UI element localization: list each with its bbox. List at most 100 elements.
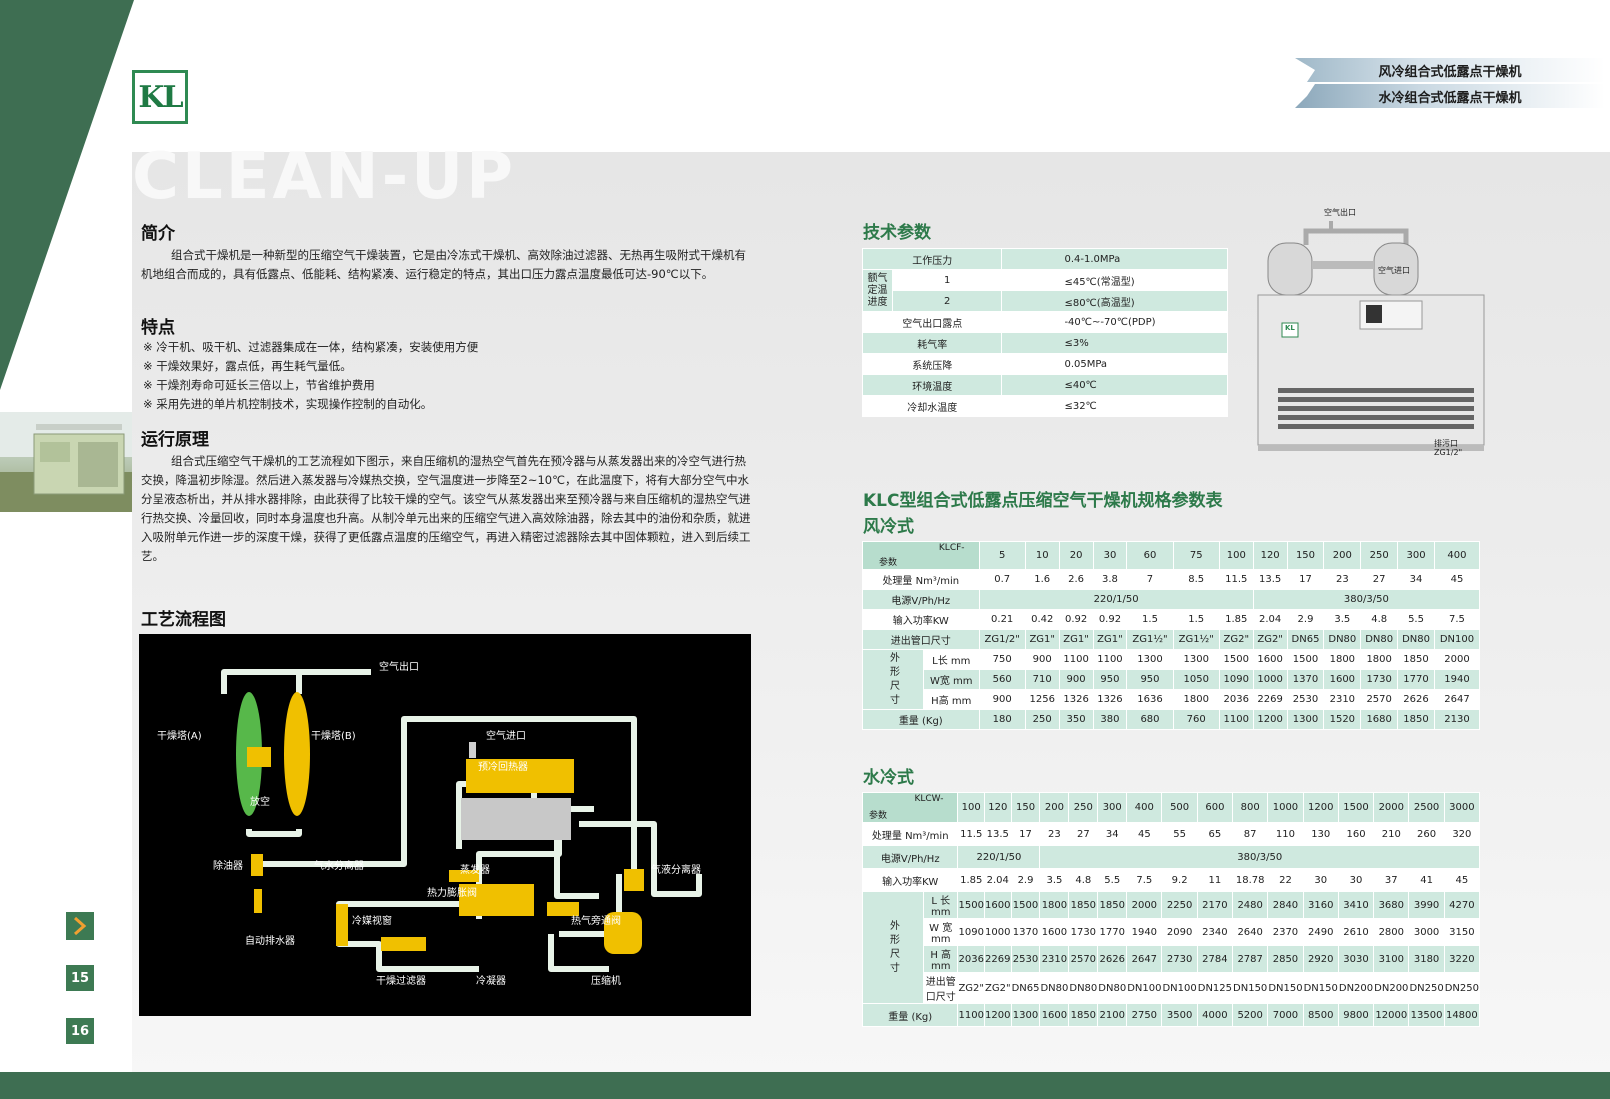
h-value: 1326 <box>1058 689 1094 710</box>
flow-value: 27 <box>1360 569 1399 590</box>
power-value: 380/3/50 <box>1039 845 1480 869</box>
flow-value: 320 <box>1443 822 1481 846</box>
air-cooled-title: 风冷式 <box>863 517 914 537</box>
h-value: 3180 <box>1408 945 1445 973</box>
tab-water-cooled[interactable]: 水冷组合式低露点干燥机 <box>1295 84 1605 108</box>
input-value: 1.85 <box>1218 609 1254 630</box>
input-value: 0.21 <box>978 609 1026 630</box>
machine-drain-size: ZG1/2" <box>1434 448 1463 457</box>
pipe-value: DN80 <box>1323 629 1362 650</box>
h-value: 2530 <box>1286 689 1325 710</box>
pipe-value: DN100 <box>1161 972 1198 1004</box>
flow-value: 23 <box>1039 822 1070 846</box>
h-value: 3030 <box>1337 945 1375 973</box>
input-value: 37 <box>1373 868 1410 892</box>
power-value: 220/1/50 <box>978 589 1254 610</box>
water-cooled-title: 水冷式 <box>863 768 914 788</box>
l-value: 2480 <box>1232 891 1269 919</box>
l-value: 1850 <box>1397 649 1435 670</box>
weight-value: 2130 <box>1433 709 1481 730</box>
row-label: H 高 mm <box>922 945 959 973</box>
row-label: 重量 (Kg) <box>861 1003 959 1027</box>
w-value: 1940 <box>1126 918 1163 946</box>
weight-value: 760 <box>1172 709 1220 730</box>
l-value: 1850 <box>1068 891 1099 919</box>
w-value: 1770 <box>1397 669 1435 690</box>
w-value: 950 <box>1126 669 1174 690</box>
weight-value: 2750 <box>1126 1003 1163 1027</box>
machine-drain-label: 排污口 <box>1434 439 1458 448</box>
flow-value: 160 <box>1337 822 1375 846</box>
l-value: 1500 <box>957 891 985 919</box>
power-value: 220/1/50 <box>957 845 1041 869</box>
models-value: 250 <box>1360 541 1399 570</box>
tech-title: 技术参数 <box>863 223 931 243</box>
pipe-value: ZG1" <box>1092 629 1128 650</box>
w-value: 2640 <box>1232 918 1269 946</box>
input-value: 30 <box>1337 868 1375 892</box>
l-value: 1850 <box>1097 891 1128 919</box>
w-value: 2800 <box>1373 918 1410 946</box>
flow-value: 45 <box>1126 822 1163 846</box>
flow-value: 87 <box>1232 822 1269 846</box>
input-value: 0.92 <box>1058 609 1094 630</box>
models-value: 150 <box>1010 792 1041 823</box>
power-value: 380/3/50 <box>1252 589 1481 610</box>
flow-value: 55 <box>1161 822 1198 846</box>
param-label: 参数 <box>869 811 888 821</box>
w-value: 710 <box>1024 669 1060 690</box>
feature-item: ※ 采用先进的单片机控制技术，实现操作控制的自动化。 <box>143 397 433 411</box>
tab-air-cooled[interactable]: 风冷组合式低露点干燥机 <box>1295 58 1605 82</box>
w-value: 1090 <box>1218 669 1254 690</box>
label-hot-gas-bypass: 热气旁通阀 <box>571 916 621 927</box>
principle-body: 组合式压缩空气干燥机的工艺流程如下图示，来自压缩机的湿热空气首先在预冷器与从蒸发… <box>141 454 751 563</box>
flow-value: 11.5 <box>1218 569 1254 590</box>
flow-value: 260 <box>1408 822 1445 846</box>
w-value: 950 <box>1092 669 1128 690</box>
page-number-15[interactable]: 15 <box>66 965 94 991</box>
tech-label: 冷却水温度 <box>861 395 1003 417</box>
pipe-value: ZG1½" <box>1126 629 1174 650</box>
input-value: 4.8 <box>1068 868 1099 892</box>
h-value: 2730 <box>1161 945 1198 973</box>
pipe-value: DN80 <box>1397 629 1435 650</box>
label-compressor: 压缩机 <box>591 976 621 987</box>
models-value: 120 <box>1252 541 1288 570</box>
w-value: 2370 <box>1267 918 1304 946</box>
pipe-value: DN150 <box>1232 972 1269 1004</box>
h-value: 2626 <box>1097 945 1128 973</box>
pipe-value: DN80 <box>1360 629 1399 650</box>
label-sight-glass: 冷媒视窗 <box>352 916 392 927</box>
param-label: 参数 <box>879 558 898 568</box>
models-value: 5 <box>978 541 1026 570</box>
flow-value: 65 <box>1196 822 1234 846</box>
h-value: 2570 <box>1068 945 1099 973</box>
pipe-value: DN80 <box>1097 972 1128 1004</box>
pipe-value: ZG1" <box>1024 629 1060 650</box>
w-value: 1600 <box>1039 918 1070 946</box>
features-title: 特点 <box>141 318 175 338</box>
input-value: 7.5 <box>1126 868 1163 892</box>
l-value: 2000 <box>1433 649 1481 670</box>
input-value: 1.85 <box>957 868 985 892</box>
next-page-button[interactable] <box>66 912 94 940</box>
l-value: 750 <box>978 649 1026 670</box>
flow-value: 110 <box>1267 822 1304 846</box>
weight-value: 180 <box>978 709 1026 730</box>
weight-value: 1100 <box>957 1003 985 1027</box>
weight-value: 380 <box>1092 709 1128 730</box>
l-value: 1300 <box>1126 649 1174 670</box>
h-value: 3220 <box>1443 945 1481 973</box>
page-number-16[interactable]: 16 <box>66 1018 94 1044</box>
tech-value: ≤40℃ <box>1001 374 1228 396</box>
weight-value: 1300 <box>1010 1003 1041 1027</box>
models-value: 400 <box>1433 541 1481 570</box>
flow-value: 11.5 <box>957 822 985 846</box>
